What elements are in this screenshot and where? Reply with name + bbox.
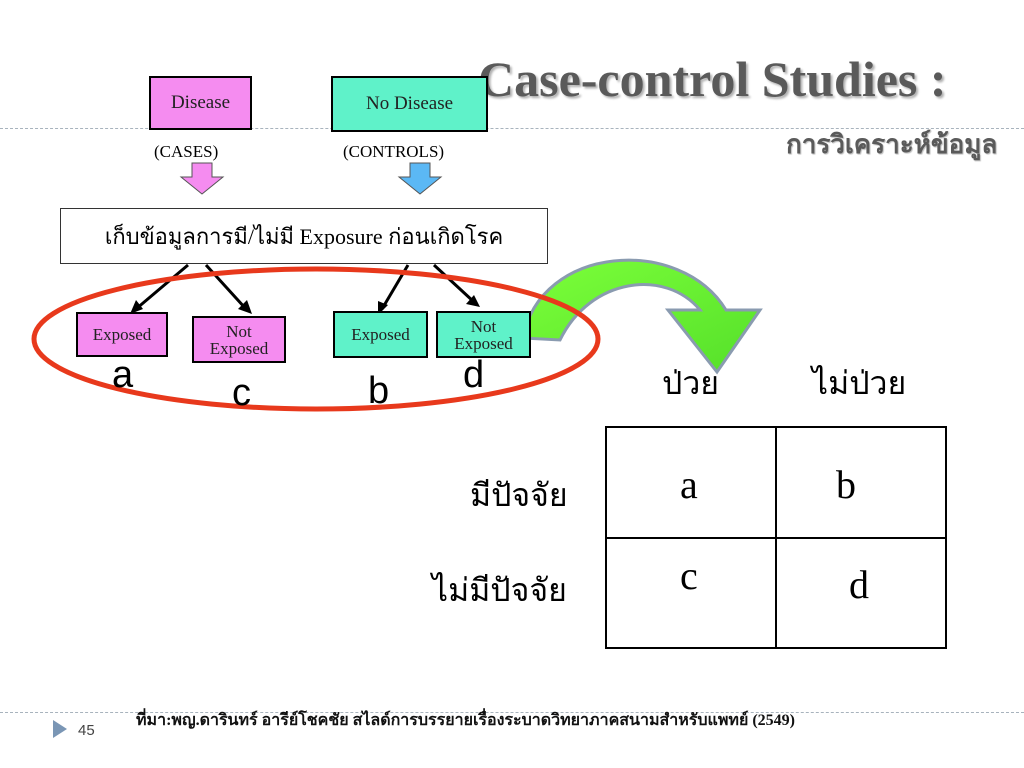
curved-arrow [521, 258, 763, 375]
footer-divider [0, 712, 1024, 713]
table-cell-a: a [680, 462, 698, 507]
table-row-no-factor: ไม่มีปัจจัย [432, 572, 567, 608]
disease-box: Disease [149, 76, 252, 130]
letter-c: c [232, 372, 251, 414]
not-exposed-controls-line1: Not [470, 316, 497, 336]
exposure-highlight-ellipse [31, 266, 601, 412]
table-cell-c: c [680, 553, 698, 598]
controls-down-arrow [397, 162, 443, 195]
play-triangle-icon [53, 720, 67, 738]
not-exposed-cases-box: Not Exposed [192, 316, 286, 363]
cases-down-arrow [179, 162, 225, 195]
exposed-controls-label: Exposed [351, 325, 410, 344]
table-col-sick: ป่วย [662, 365, 720, 401]
slide-subtitle: การวิเคราะห์ข้อมูล [786, 130, 998, 159]
table-row-factor: มีปัจจัย [470, 477, 568, 513]
letter-a: a [112, 354, 134, 396]
header-divider [0, 128, 1024, 129]
controls-label: (CONTROLS) [343, 142, 445, 161]
branch-arrows [135, 263, 476, 311]
table-cell-b: b [836, 462, 856, 507]
cases-label: (CASES) [154, 142, 219, 161]
disease-box-label: Disease [170, 92, 231, 113]
collect-exposure-label: เก็บข้อมูลการมี/ไม่มี Exposure ก่อนเกิดโ… [104, 223, 504, 249]
not-exposed-controls-box: Not Exposed [436, 311, 531, 358]
no-disease-box: No Disease [331, 76, 488, 132]
not-exposed-controls-line2: Exposed [454, 333, 513, 353]
exposed-controls-box: Exposed [333, 311, 428, 358]
no-disease-box-label: No Disease [365, 93, 454, 114]
table-cell-d: d [849, 562, 869, 607]
letter-d: d [463, 354, 485, 396]
page-number: 45 [78, 722, 95, 739]
exposed-cases-box: Exposed [76, 312, 168, 357]
not-exposed-cases-line2: Exposed [209, 338, 269, 358]
table-col-not-sick: ไม่ป่วย [812, 365, 907, 401]
letter-b: b [368, 370, 390, 412]
not-exposed-cases-line1: Not [226, 321, 252, 341]
slide-title: Case-control Studies : [478, 51, 947, 107]
source-citation: ที่มา:พญ.ดารินทร์ อารีย์โชคชัย สไลด์การบ… [136, 712, 795, 729]
collect-exposure-box: เก็บข้อมูลการมี/ไม่มี Exposure ก่อนเกิดโ… [60, 208, 548, 264]
exposed-cases-label: Exposed [92, 325, 152, 344]
